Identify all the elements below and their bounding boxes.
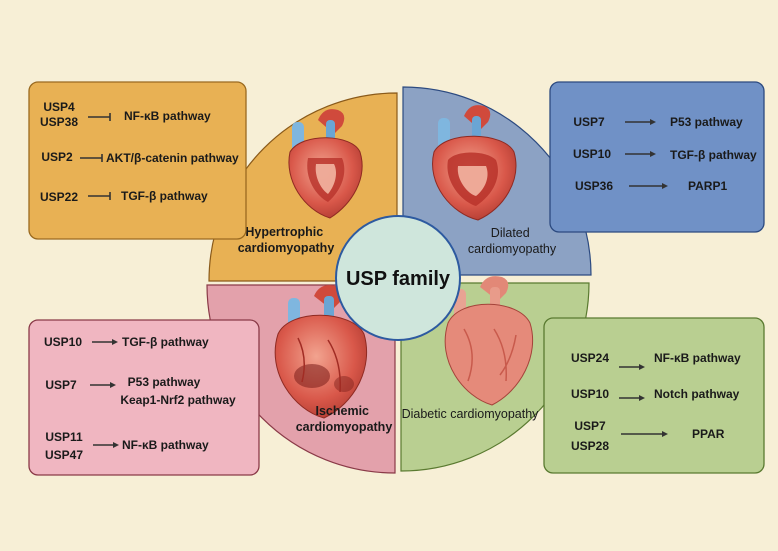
usp-label: USP7 — [574, 419, 606, 433]
usp-label: USP36 — [575, 179, 613, 193]
target-label: PARP1 — [688, 179, 727, 193]
box-dilated-frame — [549, 81, 765, 233]
quadrant-hypertrophic-label: Hypertrophic cardiomyopathy — [238, 225, 335, 255]
heart-diabetic-illustration — [444, 276, 534, 406]
center-label: USP family — [346, 268, 451, 290]
target-label: AKT/β-catenin pathway — [106, 151, 239, 165]
box-ischemic-row-1: USP10 TGF-β pathway — [44, 335, 209, 349]
arrow — [621, 431, 668, 437]
quadrant-hypertrophic-label-line1: Hypertrophic — [245, 225, 323, 239]
target-label: P53 pathway — [670, 115, 743, 129]
usp-label: USP10 — [573, 147, 611, 161]
quadrant-ischemic-label: Ischemic cardiomyopathy — [296, 404, 393, 434]
box-dilated: USP7 P53 pathway USP10 TGF-β pathway USP… — [549, 81, 765, 233]
usp-label: USP10 — [44, 335, 82, 349]
box-dilated-row-3: USP36 PARP1 — [575, 179, 727, 193]
quadrant-dilated-label-line2: cardiomyopathy — [468, 242, 557, 256]
box-hypertrophic-row-1: USP4 USP38 NF-κB pathway — [40, 100, 211, 129]
target-label: TGF-β pathway — [121, 189, 208, 203]
heart-dilated-illustration — [432, 105, 517, 221]
box-diabetic-frame — [543, 317, 765, 474]
quadrant-diabetic-label-line1: Diabetic cardiomyopathy — [402, 407, 540, 421]
usp-label: USP22 — [40, 190, 78, 204]
target-label: TGF-β pathway — [670, 148, 757, 162]
box-hypertrophic-frame — [28, 81, 247, 240]
box-ischemic-frame — [28, 319, 260, 476]
box-dilated-row-2: USP10 TGF-β pathway — [573, 147, 757, 162]
usp-label: USP4 — [43, 100, 75, 114]
target-label: P53 pathway — [128, 375, 201, 389]
inhibit-arrow — [88, 113, 111, 121]
quadrant-dilated-label-line1: Dilated — [491, 226, 530, 240]
box-diabetic-row-3: USP7 USP28 PPAR — [571, 419, 725, 453]
arrow — [619, 395, 645, 401]
usp-label: USP24 — [571, 351, 609, 365]
target-label: Notch pathway — [654, 387, 740, 401]
usp-label: USP28 — [571, 439, 609, 453]
usp-label: USP38 — [40, 115, 78, 129]
usp-label: USP7 — [573, 115, 605, 129]
usp-label: USP10 — [571, 387, 609, 401]
box-diabetic-row-2: USP10 Notch pathway — [571, 387, 740, 401]
box-diabetic-row-1: USP24 NF-κB pathway — [571, 351, 741, 370]
target-label: NF-κB pathway — [122, 438, 209, 452]
arrow — [629, 183, 668, 189]
box-ischemic-row-3: USP11 USP47 NF-κB pathway — [45, 430, 209, 462]
arrow — [625, 119, 656, 125]
arrow — [90, 382, 116, 388]
arrow — [625, 151, 656, 157]
quadrant-ischemic-label-line1: Ischemic — [316, 404, 370, 418]
inhibit-arrow — [88, 192, 111, 200]
arrow — [619, 364, 645, 370]
quadrant-diabetic-label: Diabetic cardiomyopathy — [402, 407, 540, 421]
heart-hypertrophic-illustration — [288, 109, 363, 219]
center-circle — [335, 215, 461, 341]
box-hypertrophic-row-2: USP2 AKT/β-catenin pathway — [41, 150, 239, 165]
usp-label: USP7 — [45, 378, 77, 392]
target-label: NF-κB pathway — [654, 351, 741, 365]
quadrant-ischemic-label-line2: cardiomyopathy — [296, 420, 393, 434]
box-dilated-row-1: USP7 P53 pathway — [573, 115, 743, 129]
box-diabetic: USP24 NF-κB pathway USP10 Notch pathway … — [543, 317, 765, 474]
arrow — [92, 339, 118, 345]
usp-label: USP47 — [45, 448, 83, 462]
target-label: NF-κB pathway — [124, 109, 211, 123]
heart-ischemic-illustration — [274, 285, 368, 419]
arrow — [93, 442, 119, 448]
target-label: TGF-β pathway — [122, 335, 209, 349]
quadrant-dilated-label: Dilated cardiomyopathy — [468, 226, 557, 256]
usp-label: USP2 — [41, 150, 73, 164]
box-hypertrophic-row-3: USP22 TGF-β pathway — [40, 189, 208, 204]
quadrant-hypertrophic-label-line2: cardiomyopathy — [238, 241, 335, 255]
target-label: Keap1-Nrf2 pathway — [120, 393, 236, 407]
box-hypertrophic: USP4 USP38 NF-κB pathway USP2 AKT/β-cate… — [28, 81, 247, 240]
box-ischemic-row-2: USP7 P53 pathway Keap1-Nrf2 pathway — [45, 375, 236, 407]
inhibit-arrow — [80, 154, 103, 162]
box-ischemic: USP10 TGF-β pathway USP7 P53 pathway Kea… — [28, 319, 260, 476]
usp-label: USP11 — [45, 430, 83, 444]
target-label: PPAR — [692, 427, 725, 441]
